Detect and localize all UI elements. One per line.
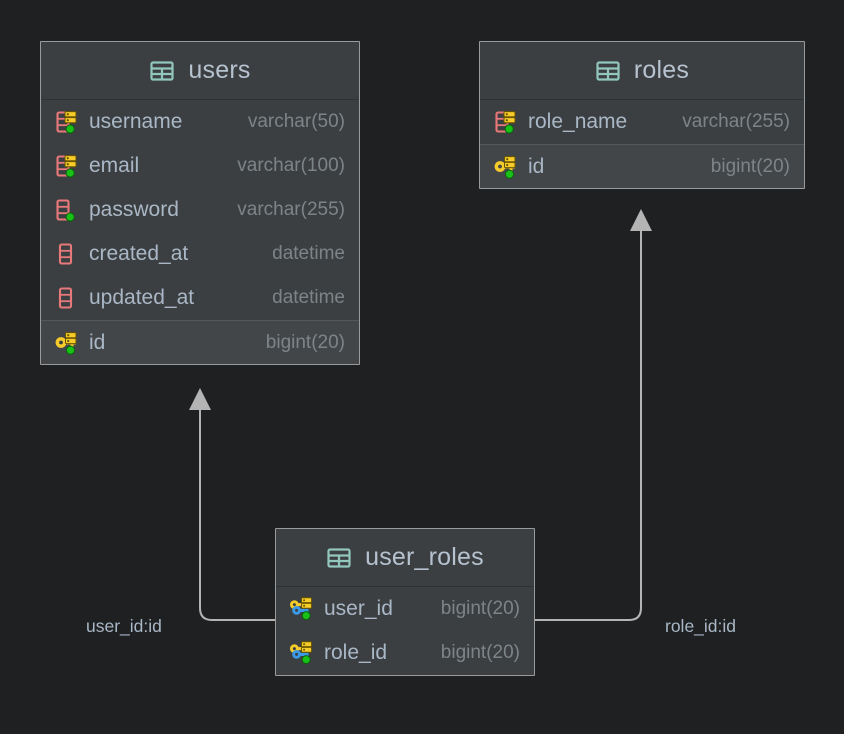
column-indexed-icon — [493, 109, 519, 135]
column-type: varchar(50) — [247, 111, 345, 132]
entity-title-user-roles: user_roles — [365, 543, 484, 571]
column-name: user_id — [324, 597, 393, 620]
table-row[interactable]: role_name varchar(255) — [480, 100, 804, 144]
table-icon — [149, 58, 175, 84]
table-row[interactable]: id bigint(20) — [41, 320, 359, 364]
column-name: email — [89, 154, 140, 177]
column-type: datetime — [272, 287, 345, 308]
column-name: id — [528, 154, 545, 178]
entity-table-user-roles[interactable]: user_roles user_id — [275, 528, 535, 676]
relationship-label-role-id: role_id:id — [665, 616, 737, 636]
entity-table-roles[interactable]: roles role_name varchar(255) — [479, 41, 805, 189]
column-icon — [54, 285, 80, 311]
column-type: bigint(20) — [440, 598, 520, 619]
entity-title-roles: roles — [633, 56, 690, 84]
relationship-user-id — [189, 388, 275, 621]
entity-table-users[interactable]: users username varchar(50) — [40, 41, 360, 365]
relationship-role-id — [535, 209, 652, 621]
column-type: datetime — [272, 243, 345, 264]
column-indexed-icon — [54, 109, 80, 135]
primary-foreign-key-icon — [289, 596, 315, 622]
column-indexed-icon — [54, 153, 80, 179]
table-row[interactable]: username varchar(50) — [41, 100, 359, 144]
table-row[interactable]: created_at datetime — [41, 232, 359, 276]
column-name: role_name — [528, 110, 628, 133]
column-type: varchar(255) — [682, 111, 790, 132]
table-row[interactable]: email varchar(100) — [41, 144, 359, 188]
column-name: updated_at — [89, 286, 195, 309]
column-name: password — [89, 198, 179, 221]
column-type: varchar(100) — [237, 155, 345, 176]
column-icon — [54, 241, 80, 267]
primary-key-icon — [493, 154, 519, 180]
table-row[interactable]: id bigint(20) — [480, 144, 804, 188]
column-name: username — [89, 110, 183, 133]
column-type: varchar(255) — [237, 199, 345, 220]
column-name: id — [89, 330, 106, 354]
table-row[interactable]: user_id bigint(20) — [276, 587, 534, 631]
entity-title-users: users — [188, 56, 251, 84]
column-name: role_id — [324, 641, 388, 664]
entity-body-users: username varchar(50) email varchar(100) — [41, 100, 359, 364]
column-type: bigint(20) — [710, 155, 790, 177]
table-row[interactable]: password varchar(255) — [41, 188, 359, 232]
column-name: created_at — [89, 242, 189, 265]
entity-header-user-roles[interactable]: user_roles — [276, 529, 534, 587]
relationship-label-user-id: user_id:id — [86, 616, 162, 636]
entity-body-roles: role_name varchar(255) id bigint(20) — [480, 100, 804, 188]
table-icon — [595, 58, 621, 84]
column-type: bigint(20) — [265, 331, 345, 353]
table-row[interactable]: updated_at datetime — [41, 276, 359, 320]
table-row[interactable]: role_id bigint(20) — [276, 631, 534, 675]
primary-key-icon — [54, 330, 80, 356]
entity-header-users[interactable]: users — [41, 42, 359, 100]
table-icon — [326, 545, 352, 571]
entity-header-roles[interactable]: roles — [480, 42, 804, 100]
entity-body-user-roles: user_id bigint(20) — [276, 587, 534, 675]
column-notnull-icon — [54, 197, 80, 223]
column-type: bigint(20) — [440, 642, 520, 663]
primary-foreign-key-icon — [289, 640, 315, 666]
